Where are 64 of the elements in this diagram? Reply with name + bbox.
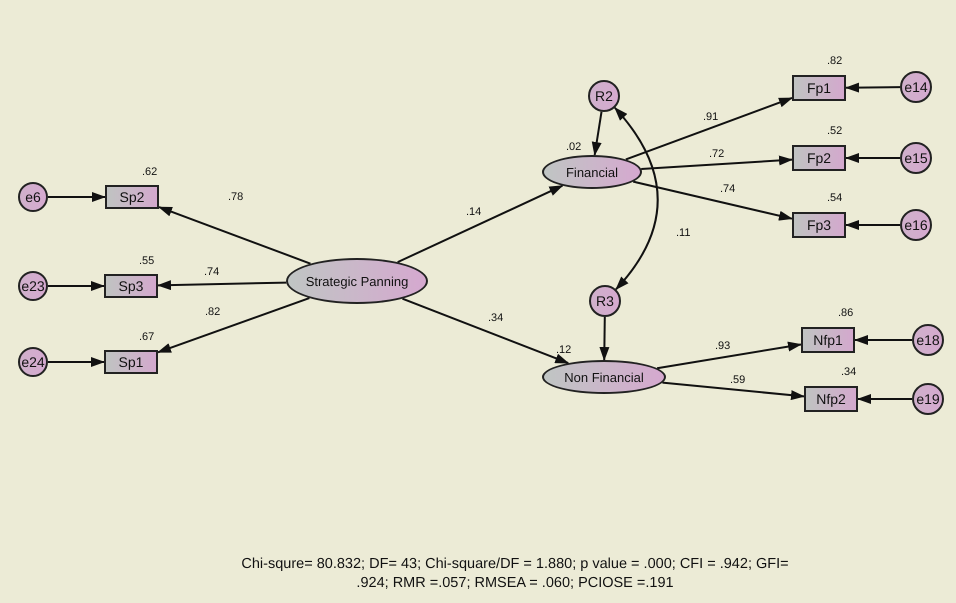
r-squared-value: .67 [139, 332, 154, 343]
path-coefficient: .82 [205, 307, 220, 318]
latent-variable-ellipse: Non Financial [542, 360, 666, 394]
path-coefficient: .74 [204, 267, 220, 278]
r-squared-value: .86 [838, 308, 854, 319]
arrow [592, 112, 602, 156]
arrow [854, 335, 912, 345]
arrow [48, 357, 105, 367]
curved-arrow [614, 107, 659, 290]
observed-variable-box: Fp2 [792, 145, 846, 171]
arrow [158, 206, 311, 265]
arrow [845, 220, 900, 230]
arrow [845, 153, 900, 163]
arrow [632, 180, 793, 221]
path-coefficient: .72 [709, 149, 724, 160]
path-coefficient: .74 [720, 184, 736, 195]
r-squared-value: .12 [556, 345, 572, 356]
r-squared-value: .02 [566, 142, 582, 153]
observed-variable-box: Nfp1 [801, 327, 855, 353]
latent-variable-ellipse: Financial [542, 155, 642, 189]
arrow [857, 394, 912, 404]
observed-variable-box: Fp1 [792, 75, 846, 101]
error-circle: e19 [912, 383, 944, 415]
error-circle: e6 [18, 182, 48, 212]
arrow [157, 280, 286, 290]
observed-variable-box: Sp1 [104, 350, 158, 374]
error-circle: R2 [588, 80, 620, 112]
path-coefficient: .14 [466, 207, 482, 218]
observed-variable-box: Sp2 [105, 185, 159, 209]
path-coefficient: .59 [730, 375, 746, 386]
error-circle: e15 [900, 142, 932, 174]
path-coefficient: .91 [703, 112, 718, 123]
latent-variable-ellipse: Strategic Panning [286, 258, 428, 304]
path-coefficient: .78 [228, 192, 244, 203]
path-coefficient: .34 [488, 313, 504, 324]
error-circle: e23 [18, 271, 48, 301]
arrow [625, 97, 793, 160]
observed-variable-box: Sp3 [104, 274, 158, 298]
r-squared-value: .52 [827, 126, 842, 137]
observed-variable-box: Nfp2 [804, 386, 858, 412]
error-circle: e18 [912, 324, 944, 356]
arrow [641, 155, 793, 170]
path-coefficient: .11 [676, 228, 690, 239]
r-squared-value: .34 [841, 367, 856, 378]
error-circle: e14 [900, 71, 932, 103]
arrow [656, 342, 802, 370]
r-squared-value: .62 [142, 167, 158, 178]
arrow [662, 382, 805, 400]
error-circle: e24 [18, 347, 48, 377]
arrow [397, 184, 564, 264]
r-squared-value: .55 [139, 256, 154, 267]
r-squared-value: .82 [827, 56, 842, 67]
fit-statistics: Chi-squre= 80.832; DF= 43; Chi-square/DF = 1.880; p value = .000; CFI = .942; GFI= .924; RMR =.057; RMSEA = .060; PCIOSE =.191 [240, 555, 790, 593]
arrow [48, 281, 105, 291]
path-coefficient: .93 [715, 341, 730, 352]
arrow [402, 298, 570, 364]
arrow [845, 82, 900, 93]
observed-variable-box: Fp3 [792, 212, 846, 238]
arrow [48, 192, 106, 202]
error-circle: e16 [900, 209, 932, 241]
r-squared-value: .54 [827, 193, 842, 204]
error-circle: R3 [589, 285, 621, 317]
arrow [157, 297, 310, 354]
arrow [599, 316, 610, 361]
